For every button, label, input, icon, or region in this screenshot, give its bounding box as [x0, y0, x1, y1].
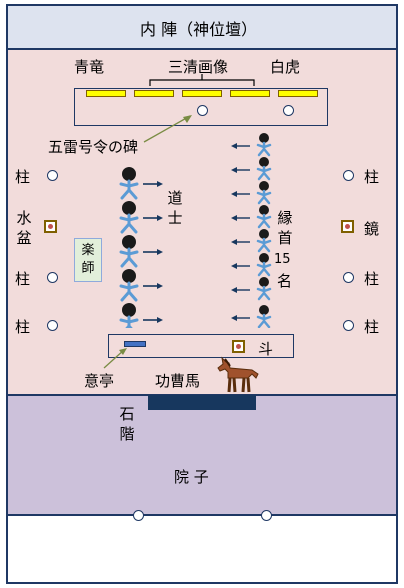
- stone-steps-label: 石階: [119, 405, 135, 443]
- pillar-label: 柱: [15, 270, 31, 288]
- gate-post-marker: [261, 510, 272, 521]
- dipper-label: 斗: [258, 340, 274, 358]
- painting-panel: [134, 90, 174, 97]
- musicians-box: 楽師: [74, 238, 102, 282]
- painting-panel: [230, 90, 270, 97]
- pillar-marker: [47, 170, 58, 181]
- pillar-marker: [47, 272, 58, 283]
- courtyard-label: 院 子: [174, 468, 209, 486]
- daoist-label: 道士: [167, 189, 183, 227]
- painting-panel: [278, 90, 318, 97]
- altar-right-label: 白虎: [270, 58, 301, 76]
- attendants-label: 縁首: [277, 209, 293, 247]
- musicians-label: 楽師: [81, 243, 95, 276]
- intention-pavilion-icon: [124, 341, 146, 347]
- mirror-icon: [341, 220, 354, 233]
- stone-steps: [148, 395, 256, 410]
- stele-pointer-arrow: [143, 115, 192, 143]
- image-bracket: [149, 74, 255, 86]
- pillar-label: 柱: [364, 270, 380, 288]
- pillar-label: 柱: [15, 168, 31, 186]
- painting-panel: [86, 90, 126, 97]
- mirror-label: 鏡: [364, 220, 380, 238]
- temple-outline: [6, 4, 398, 584]
- daoist-priests-group: [119, 167, 163, 328]
- courtyard-zone: [8, 396, 396, 516]
- inner-sanctum-zone: [8, 6, 396, 50]
- water-basin-icon: [44, 220, 57, 233]
- altar-left-label: 青竜: [74, 58, 105, 76]
- pillar-marker: [343, 170, 354, 181]
- horse-label: 功曹馬: [155, 372, 201, 390]
- altar-stand-marker: [197, 105, 208, 116]
- attendants-group: [231, 133, 272, 328]
- pillar-label: 柱: [364, 318, 380, 336]
- attendants-unit: 名: [277, 272, 293, 290]
- altar-center-label: 三清画像: [168, 58, 229, 76]
- sanctum-title: 内 陣（神位壇）: [140, 20, 258, 39]
- altar-stand-marker: [283, 105, 294, 116]
- water-basin-label: 水盆: [16, 209, 32, 247]
- pillar-marker: [343, 272, 354, 283]
- gate-post-marker: [133, 510, 144, 521]
- attendant-head-icon: [259, 133, 269, 143]
- priest-head-icon: [122, 167, 136, 181]
- dipper-icon: [232, 340, 245, 353]
- painting-panel: [182, 90, 222, 97]
- pillar-marker: [47, 320, 58, 331]
- intention-pavilion-label: 意亭: [84, 372, 115, 390]
- pillar-label: 柱: [364, 168, 380, 186]
- pillar-label: 柱: [15, 318, 31, 336]
- stele-label: 五雷号令の碑: [48, 138, 139, 156]
- horse-icon: [217, 356, 259, 393]
- pillar-marker: [343, 320, 354, 331]
- attendants-count: 15: [274, 252, 291, 267]
- intention-pointer-arrow: [103, 348, 127, 369]
